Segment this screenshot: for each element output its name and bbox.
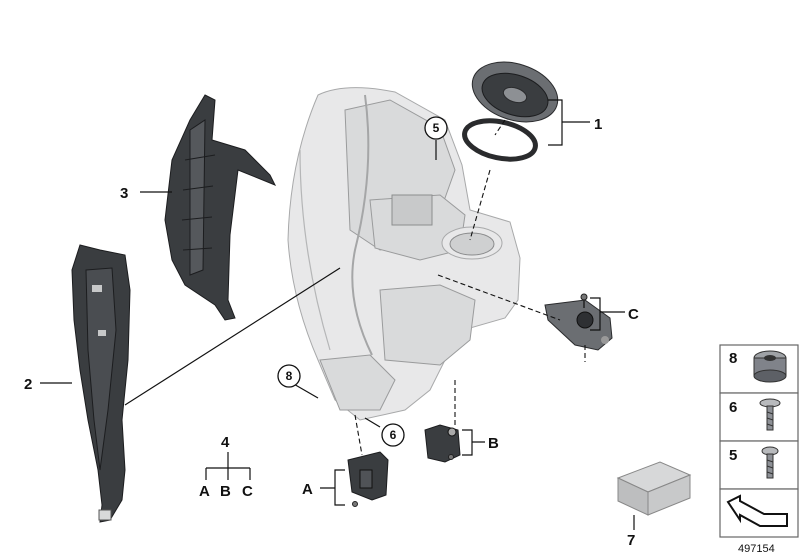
callout-2: 2 bbox=[24, 376, 32, 393]
washer-screw-icon bbox=[759, 398, 781, 431]
leader-lines bbox=[40, 99, 635, 530]
screw-b bbox=[448, 454, 454, 460]
reference-number: 497154 bbox=[738, 543, 775, 555]
fastener-legend: 8 6 5 bbox=[719, 344, 799, 538]
callout-8-circle: 8 bbox=[277, 364, 301, 388]
callout-7: 7 bbox=[627, 532, 635, 549]
variant-c: C bbox=[242, 483, 253, 500]
bracket-a bbox=[347, 451, 389, 501]
variant-b: B bbox=[220, 483, 231, 500]
headlight-housing bbox=[287, 87, 521, 421]
side-trim bbox=[71, 244, 131, 523]
callout-a: A bbox=[302, 481, 313, 498]
cover-cap bbox=[471, 61, 559, 123]
callout-8: 8 bbox=[286, 369, 293, 383]
callout-1: 1 bbox=[594, 116, 602, 133]
callout-c: C bbox=[628, 306, 639, 323]
callout-4: 4 bbox=[221, 434, 230, 451]
screw-a bbox=[352, 501, 358, 507]
assembly-arrow-icon bbox=[726, 494, 788, 527]
callout-b: B bbox=[488, 435, 499, 452]
assembly-lines bbox=[354, 119, 586, 456]
legend-item-8: 8 bbox=[729, 350, 787, 383]
svg-text:6: 6 bbox=[729, 399, 737, 416]
legend-item-5: 5 bbox=[729, 446, 779, 479]
svg-text:8: 8 bbox=[729, 350, 737, 367]
mounting-bracket bbox=[164, 94, 277, 321]
legend-item-6: 6 bbox=[729, 398, 781, 431]
package-box bbox=[616, 461, 692, 516]
bracket-c bbox=[544, 299, 613, 351]
callout-6-circle: 6 bbox=[381, 423, 405, 447]
screw-c bbox=[580, 293, 588, 308]
bushing-icon bbox=[753, 350, 787, 383]
svg-text:5: 5 bbox=[729, 447, 737, 464]
flange-screw-icon bbox=[761, 446, 779, 479]
callout-3: 3 bbox=[120, 185, 128, 202]
callout-6: 6 bbox=[390, 428, 397, 442]
callout-5-circle: 5 bbox=[424, 116, 448, 140]
variant-a: A bbox=[199, 483, 210, 500]
bracket-b bbox=[424, 424, 461, 463]
callout-5: 5 bbox=[433, 121, 440, 135]
group-4-variants: A B C bbox=[199, 483, 253, 500]
